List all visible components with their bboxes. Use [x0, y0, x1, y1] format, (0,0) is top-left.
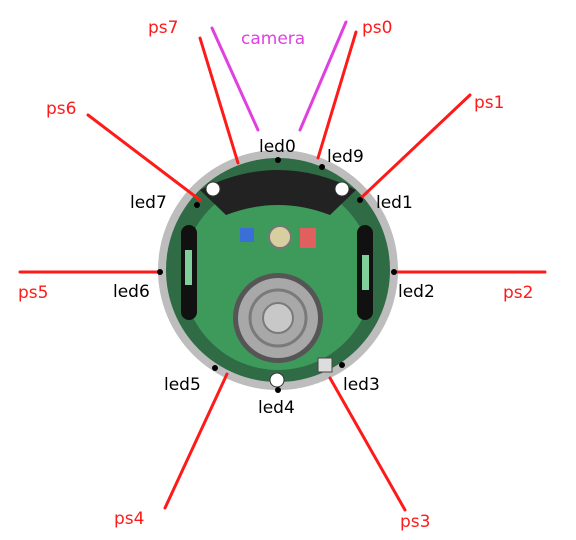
led-labels: led0 led9 led1 led2 led3 led4 led5 led6 …	[113, 137, 435, 418]
ps3-line	[328, 376, 407, 512]
speaker-center	[262, 302, 294, 334]
ps0-label: ps0	[362, 18, 392, 38]
led4-dot	[275, 387, 281, 393]
speaker-ring	[248, 288, 308, 348]
right-slot-light	[362, 255, 369, 290]
camera-label: camera	[241, 29, 305, 49]
component-blue	[240, 228, 254, 242]
sensor-lines	[18, 30, 547, 512]
led9-label: led9	[327, 147, 364, 167]
led2-label: led2	[398, 282, 435, 302]
ps6-label: ps6	[46, 99, 76, 119]
led4-label: led4	[258, 398, 295, 418]
led5-dot	[212, 365, 218, 371]
ps1-line	[360, 93, 472, 199]
ps4-label: ps4	[114, 509, 144, 529]
white-led-left	[205, 181, 221, 197]
component-red	[300, 228, 316, 248]
led6-dot	[157, 269, 163, 275]
camera-line-left	[210, 26, 260, 132]
camera-line-right	[298, 20, 348, 132]
led1-dot	[357, 197, 363, 203]
led-dots	[157, 157, 397, 393]
ps6-line	[86, 113, 202, 202]
button-component	[317, 357, 333, 373]
ps7-line	[198, 36, 240, 165]
led5-label: led5	[164, 375, 201, 395]
potentiometer	[268, 225, 292, 249]
led2-dot	[391, 269, 397, 275]
led3-dot	[339, 362, 345, 368]
led3-label: led3	[343, 375, 380, 395]
ps0-line	[316, 30, 358, 160]
white-led-bottom	[269, 372, 285, 388]
led0-dot	[275, 157, 281, 163]
camera-lines	[210, 20, 348, 132]
ps3-label: ps3	[400, 512, 430, 532]
led9-dot	[319, 164, 325, 170]
robot-body	[158, 150, 398, 390]
ps4-line	[163, 372, 229, 510]
led0-label: led0	[259, 137, 296, 157]
ps1-label: ps1	[474, 93, 504, 113]
left-slot-light	[185, 250, 192, 285]
led7-dot	[194, 202, 200, 208]
ps2-label: ps2	[503, 283, 533, 303]
led7-label: led7	[130, 193, 167, 213]
ps7-label: ps7	[148, 18, 178, 38]
white-led-right	[334, 181, 350, 197]
led1-label: led1	[376, 193, 413, 213]
led6-label: led6	[113, 282, 150, 302]
ps5-label: ps5	[18, 283, 48, 303]
camera-mount	[200, 170, 356, 215]
sensor-labels: ps0 ps1 ps2 ps3 ps4 ps5 ps6 ps7	[18, 18, 533, 532]
